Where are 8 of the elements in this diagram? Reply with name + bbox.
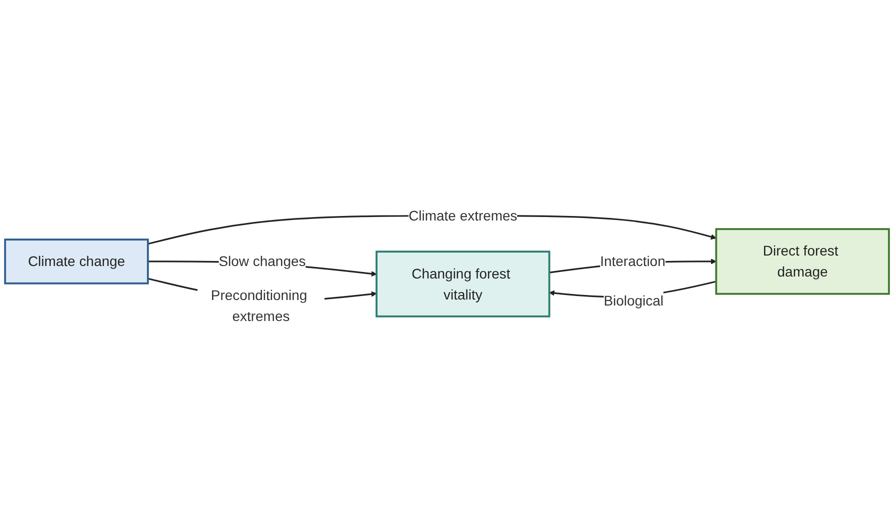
node-box: Direct forest damage bbox=[715, 228, 890, 295]
edge-label: Slow changes bbox=[218, 254, 306, 270]
node-box: Climate change bbox=[4, 238, 149, 284]
edge-label: Climate extremes bbox=[408, 208, 518, 224]
node-box: Changing forest vitality bbox=[376, 250, 550, 318]
edge-label: Biological bbox=[604, 292, 664, 309]
edge-label: Preconditioning extremes bbox=[210, 287, 308, 324]
edge-label: Interaction bbox=[600, 254, 666, 270]
